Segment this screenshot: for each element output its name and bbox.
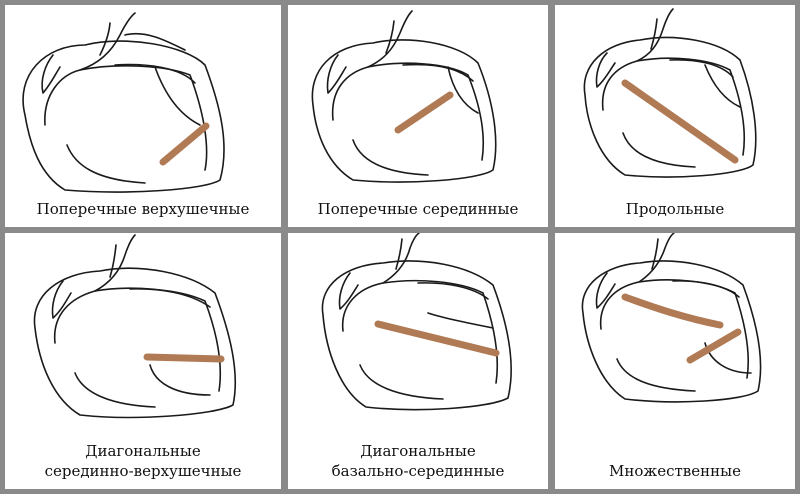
caption-line: Продольные <box>625 200 725 218</box>
caption-line: Диагональные <box>85 442 201 460</box>
incision-lines <box>621 79 739 164</box>
caption-line: Диагональные <box>360 442 476 460</box>
incision-line <box>621 293 724 329</box>
heart-drawing <box>311 10 497 183</box>
caption-line: Поперечные серединные <box>317 200 519 218</box>
panel-caption: Диагональные серединно-верхушечные <box>5 441 281 481</box>
incision-lines <box>621 293 742 364</box>
caption-line: базально-серединные <box>331 462 505 480</box>
panel-caption: Множественные <box>555 461 795 481</box>
panel-diagonal-median-apical: Диагональные серединно-верхушечные <box>5 233 281 489</box>
caption-line: Поперечные верхушечные <box>36 200 250 218</box>
heart-drawing <box>33 234 237 419</box>
incision-line <box>159 122 210 166</box>
caption-line: серединно-верхушечные <box>44 462 242 480</box>
incision-line <box>394 91 454 134</box>
panel-transverse-apical: Поперечные верхушечные <box>5 5 281 227</box>
incision-lines <box>394 91 454 134</box>
panel-caption: Продольные <box>555 199 795 219</box>
panel-multiple: Множественные <box>555 233 795 489</box>
panel-diagonal-basal-median: Диагональные базально-серединные <box>288 233 548 489</box>
heart-drawing <box>321 233 512 411</box>
heart-drawing <box>583 8 757 178</box>
panel-transverse-median: Поперечные серединные <box>288 5 548 227</box>
incision-lines <box>143 353 225 363</box>
panel-caption: Поперечные серединные <box>288 199 548 219</box>
panel-longitudinal: Продольные <box>555 5 795 227</box>
incision-line <box>621 79 739 164</box>
incision-lines <box>159 122 210 166</box>
caption-line: Множественные <box>609 462 741 480</box>
incision-line <box>686 328 742 364</box>
incision-lines <box>374 320 500 357</box>
heart-drawing <box>581 233 762 403</box>
incision-line <box>143 353 225 363</box>
panel-caption: Поперечные верхушечные <box>5 199 281 219</box>
panel-caption: Диагональные базально-серединные <box>288 441 548 481</box>
incision-line <box>374 320 500 357</box>
